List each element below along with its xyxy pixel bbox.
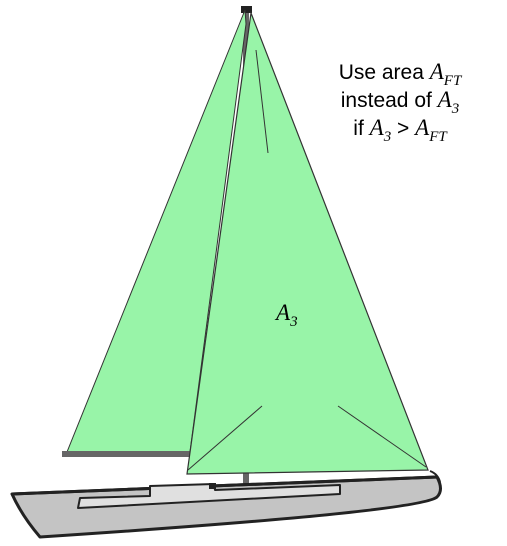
symbol-base: A — [429, 59, 444, 84]
bow-tip — [429, 470, 441, 483]
symbol-subscript: 3 — [383, 129, 392, 145]
symbol-base: A — [437, 87, 452, 112]
symbol-subscript: 3 — [451, 101, 460, 117]
symbol-a-3: A3 — [369, 115, 392, 145]
annotation-line-1: Use area AFT — [300, 58, 500, 89]
symbol-a-ft: AFT — [415, 115, 447, 145]
symbol-subscript: 3 — [290, 314, 298, 330]
symbol-a-3: A3 — [437, 87, 460, 117]
annotation-line-3: if A3 > AFT — [300, 114, 500, 145]
batten-line-top — [255, 49, 269, 154]
sail-area-label-a3: A3 — [276, 300, 298, 330]
sail-area-rule-annotation: Use area AFT instead of A3 if A3 > AFT — [300, 58, 500, 145]
annotation-text: instead of — [340, 89, 438, 112]
annotation-text: if — [353, 117, 370, 140]
symbol-base: A — [369, 115, 384, 140]
symbol-base: A — [415, 115, 430, 140]
cabin-porthole — [209, 483, 216, 489]
masthead — [241, 6, 252, 13]
annotation-text: Use area — [338, 61, 430, 84]
comparison-operator: > — [391, 117, 416, 140]
boom — [62, 451, 190, 457]
symbol-subscript: FT — [429, 129, 447, 145]
annotation-line-2: instead of A3 — [300, 86, 500, 117]
batten-line-left — [187, 405, 263, 471]
jib-sail-a3 — [186, 10, 429, 475]
symbol-base: A — [276, 300, 291, 325]
symbol-subscript: FT — [443, 73, 462, 89]
batten-line-right — [337, 405, 427, 468]
symbol-a-ft: AFT — [429, 59, 462, 89]
gunwale-line — [11, 475, 438, 496]
